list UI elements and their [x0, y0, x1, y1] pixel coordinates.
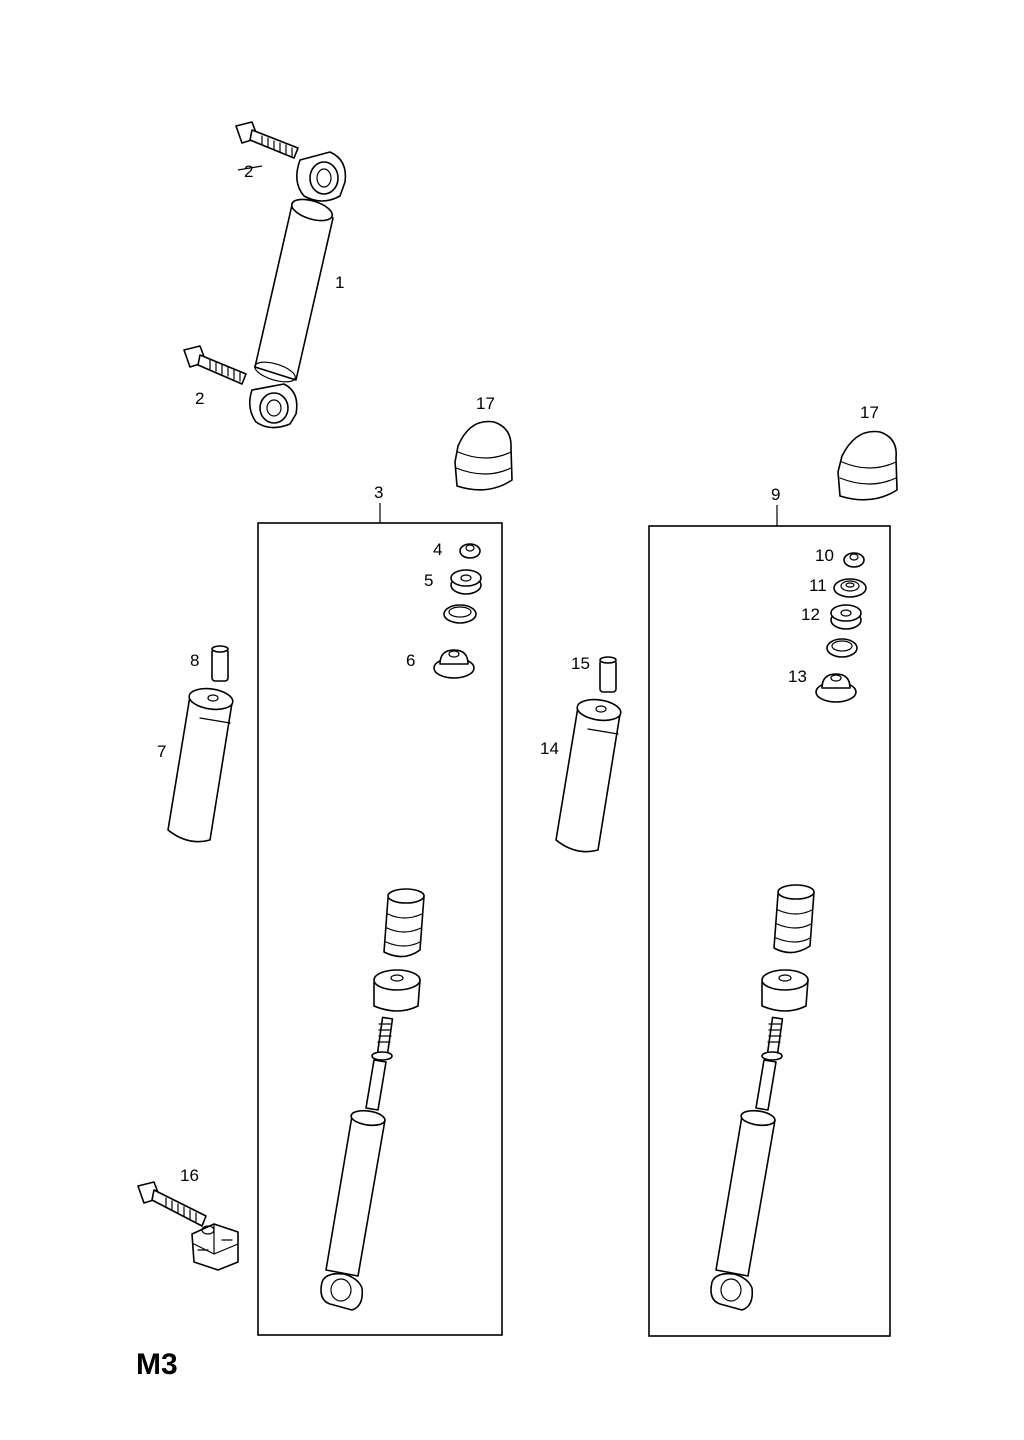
pin-15[interactable]: [599, 656, 617, 693]
callout-6: 6: [406, 651, 415, 670]
shock-kit3[interactable]: [320, 1016, 394, 1311]
washer-11[interactable]: [833, 578, 867, 598]
callout-17-left: 17: [476, 394, 495, 413]
bolt-16[interactable]: [137, 1181, 207, 1227]
callout-15: 15: [571, 654, 590, 673]
sheet-code: M3: [136, 1348, 178, 1381]
nut-10[interactable]: [843, 552, 865, 568]
ring-5b[interactable]: [443, 604, 477, 624]
callout-3: 3: [374, 483, 383, 502]
washer-5[interactable]: [450, 569, 482, 595]
callout-2-lower: 2: [195, 389, 204, 408]
callout-5: 5: [424, 571, 433, 590]
bush-12[interactable]: [830, 604, 862, 630]
mount-6[interactable]: [433, 649, 475, 679]
bump-stop-kit9[interactable]: [773, 884, 815, 954]
bump-cap-left[interactable]: [454, 420, 513, 491]
callout-12: 12: [801, 605, 820, 624]
bolt-upper[interactable]: [235, 121, 299, 159]
kit-frame-9: [648, 525, 891, 1337]
clip-16[interactable]: [191, 1223, 239, 1271]
callout-2-upper: 2: [244, 162, 253, 181]
callout-7: 7: [157, 742, 166, 761]
bolt-lower[interactable]: [183, 345, 247, 385]
shock-absorber-top[interactable]: [248, 151, 347, 429]
callout-8: 8: [190, 651, 199, 670]
callout-16: 16: [180, 1166, 199, 1185]
dust-tube-7[interactable]: [167, 686, 234, 843]
callout-10: 10: [815, 546, 834, 565]
nut-4[interactable]: [459, 543, 481, 559]
callout-14: 14: [540, 739, 559, 758]
callout-4: 4: [433, 540, 442, 559]
callout-17-right: 17: [860, 403, 879, 422]
shock-kit9[interactable]: [710, 1016, 784, 1311]
callout-11: 11: [809, 576, 827, 595]
bushing-kit3[interactable]: [373, 969, 421, 1012]
kit-frame-3: [257, 522, 503, 1336]
bump-stop-kit3[interactable]: [383, 888, 425, 958]
mount-13[interactable]: [815, 673, 857, 703]
callout-9: 9: [771, 485, 780, 504]
callout-1: 1: [335, 273, 344, 292]
bump-cap-right[interactable]: [837, 430, 898, 501]
ring-12b[interactable]: [826, 638, 858, 658]
dust-tube-14[interactable]: [555, 697, 622, 853]
bushing-kit9[interactable]: [761, 969, 809, 1012]
pin-8[interactable]: [211, 645, 229, 682]
callout-13: 13: [788, 667, 807, 686]
